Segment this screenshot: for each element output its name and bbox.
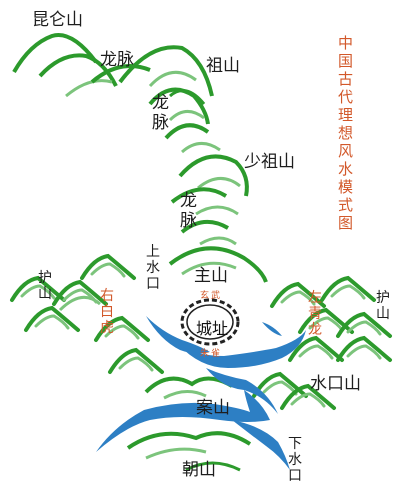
label-azure-dragon: 左青龙	[308, 290, 322, 339]
white-tiger-mountains	[10, 254, 164, 374]
diagram-title: 中国古代理想风水模式图	[338, 34, 354, 232]
label-black-tortoise: 玄武	[200, 291, 223, 301]
label-minor-ancestral-mountain: 少祖山	[244, 152, 295, 172]
label-main-mountain: 主山	[194, 266, 228, 286]
label-upper-water-mouth: 上水口	[146, 244, 160, 293]
label-water-mouth-mountain: 水口山	[310, 374, 361, 394]
label-table-mountain: 案山	[196, 398, 230, 418]
label-guard-mountain-right: 护山	[376, 290, 390, 323]
label-kunlun-mountain: 昆仑山	[32, 10, 83, 30]
table-and-facing-mountains	[126, 376, 252, 472]
label-ancestral-mountain: 祖山	[206, 56, 240, 76]
dragon-vein-mountains	[148, 87, 268, 283]
label-dragon-vein-low: 龙脉	[180, 191, 197, 231]
label-vermilion-bird: 朱雀	[200, 349, 223, 359]
label-lower-water-mouth: 下水口	[288, 436, 302, 485]
label-dragon-vein-mid: 龙脉	[152, 93, 169, 133]
label-city-site: 城址	[196, 319, 229, 338]
label-dragon-vein-top: 龙脉	[100, 50, 134, 70]
river	[96, 316, 306, 470]
kunlun-mountains	[12, 33, 214, 105]
city-site	[180, 298, 240, 346]
label-facing-mountain: 朝山	[182, 460, 216, 480]
label-white-tiger: 右白虎	[100, 288, 114, 337]
label-guard-mountain-left: 护山	[38, 270, 52, 303]
